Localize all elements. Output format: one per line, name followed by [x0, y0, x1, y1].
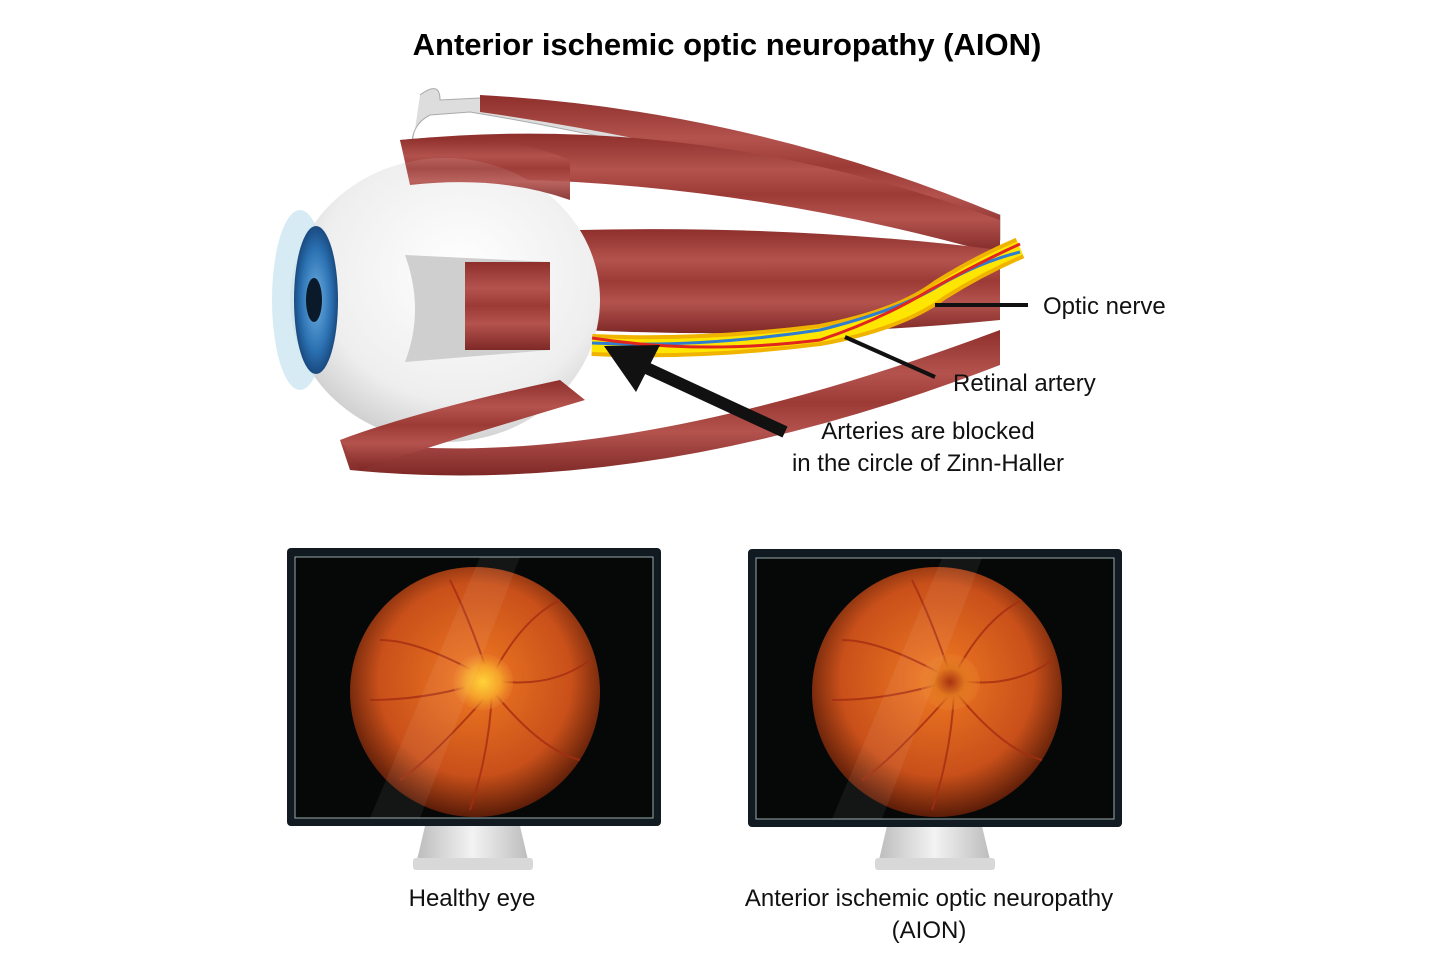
- optic-disc-healthy: [453, 654, 513, 710]
- retinal-artery-pointer: [844, 335, 936, 379]
- label-blocked-line1: Arteries are blocked: [821, 418, 1034, 445]
- monitor-stand: [417, 826, 528, 860]
- label-blocked-line2: in the circle of Zinn-Haller: [792, 450, 1064, 477]
- label-retinal-artery: Retinal artery: [953, 370, 1096, 397]
- inferior-muscle-insertion: [340, 380, 585, 470]
- blocked-arrow: [604, 345, 788, 438]
- monitor-aion: [748, 549, 1122, 870]
- pupil: [306, 278, 322, 322]
- optic-nerve: [591, 237, 1025, 358]
- monitor-stand: [879, 826, 990, 860]
- label-optic-nerve: Optic nerve: [1043, 293, 1166, 320]
- superior-muscle-insertion: [400, 137, 570, 200]
- inferior-oblique-muscle: [340, 330, 1000, 476]
- page-title: Anterior ischemic optic neuropathy (AION…: [413, 27, 1042, 62]
- eye-illustration: [272, 88, 1025, 476]
- retinal-artery-vessel: [591, 242, 1021, 349]
- caption-aion-line1: Anterior ischemic optic neuropathy: [745, 885, 1113, 912]
- monitor-healthy: [287, 548, 661, 870]
- caption-healthy: Healthy eye: [409, 885, 536, 912]
- caption-aion-line2: (AION): [892, 917, 967, 944]
- optic-disc-swollen: [920, 654, 980, 710]
- superior-oblique-muscle: [480, 95, 1000, 240]
- lateral-muscle-insertion: [465, 262, 550, 350]
